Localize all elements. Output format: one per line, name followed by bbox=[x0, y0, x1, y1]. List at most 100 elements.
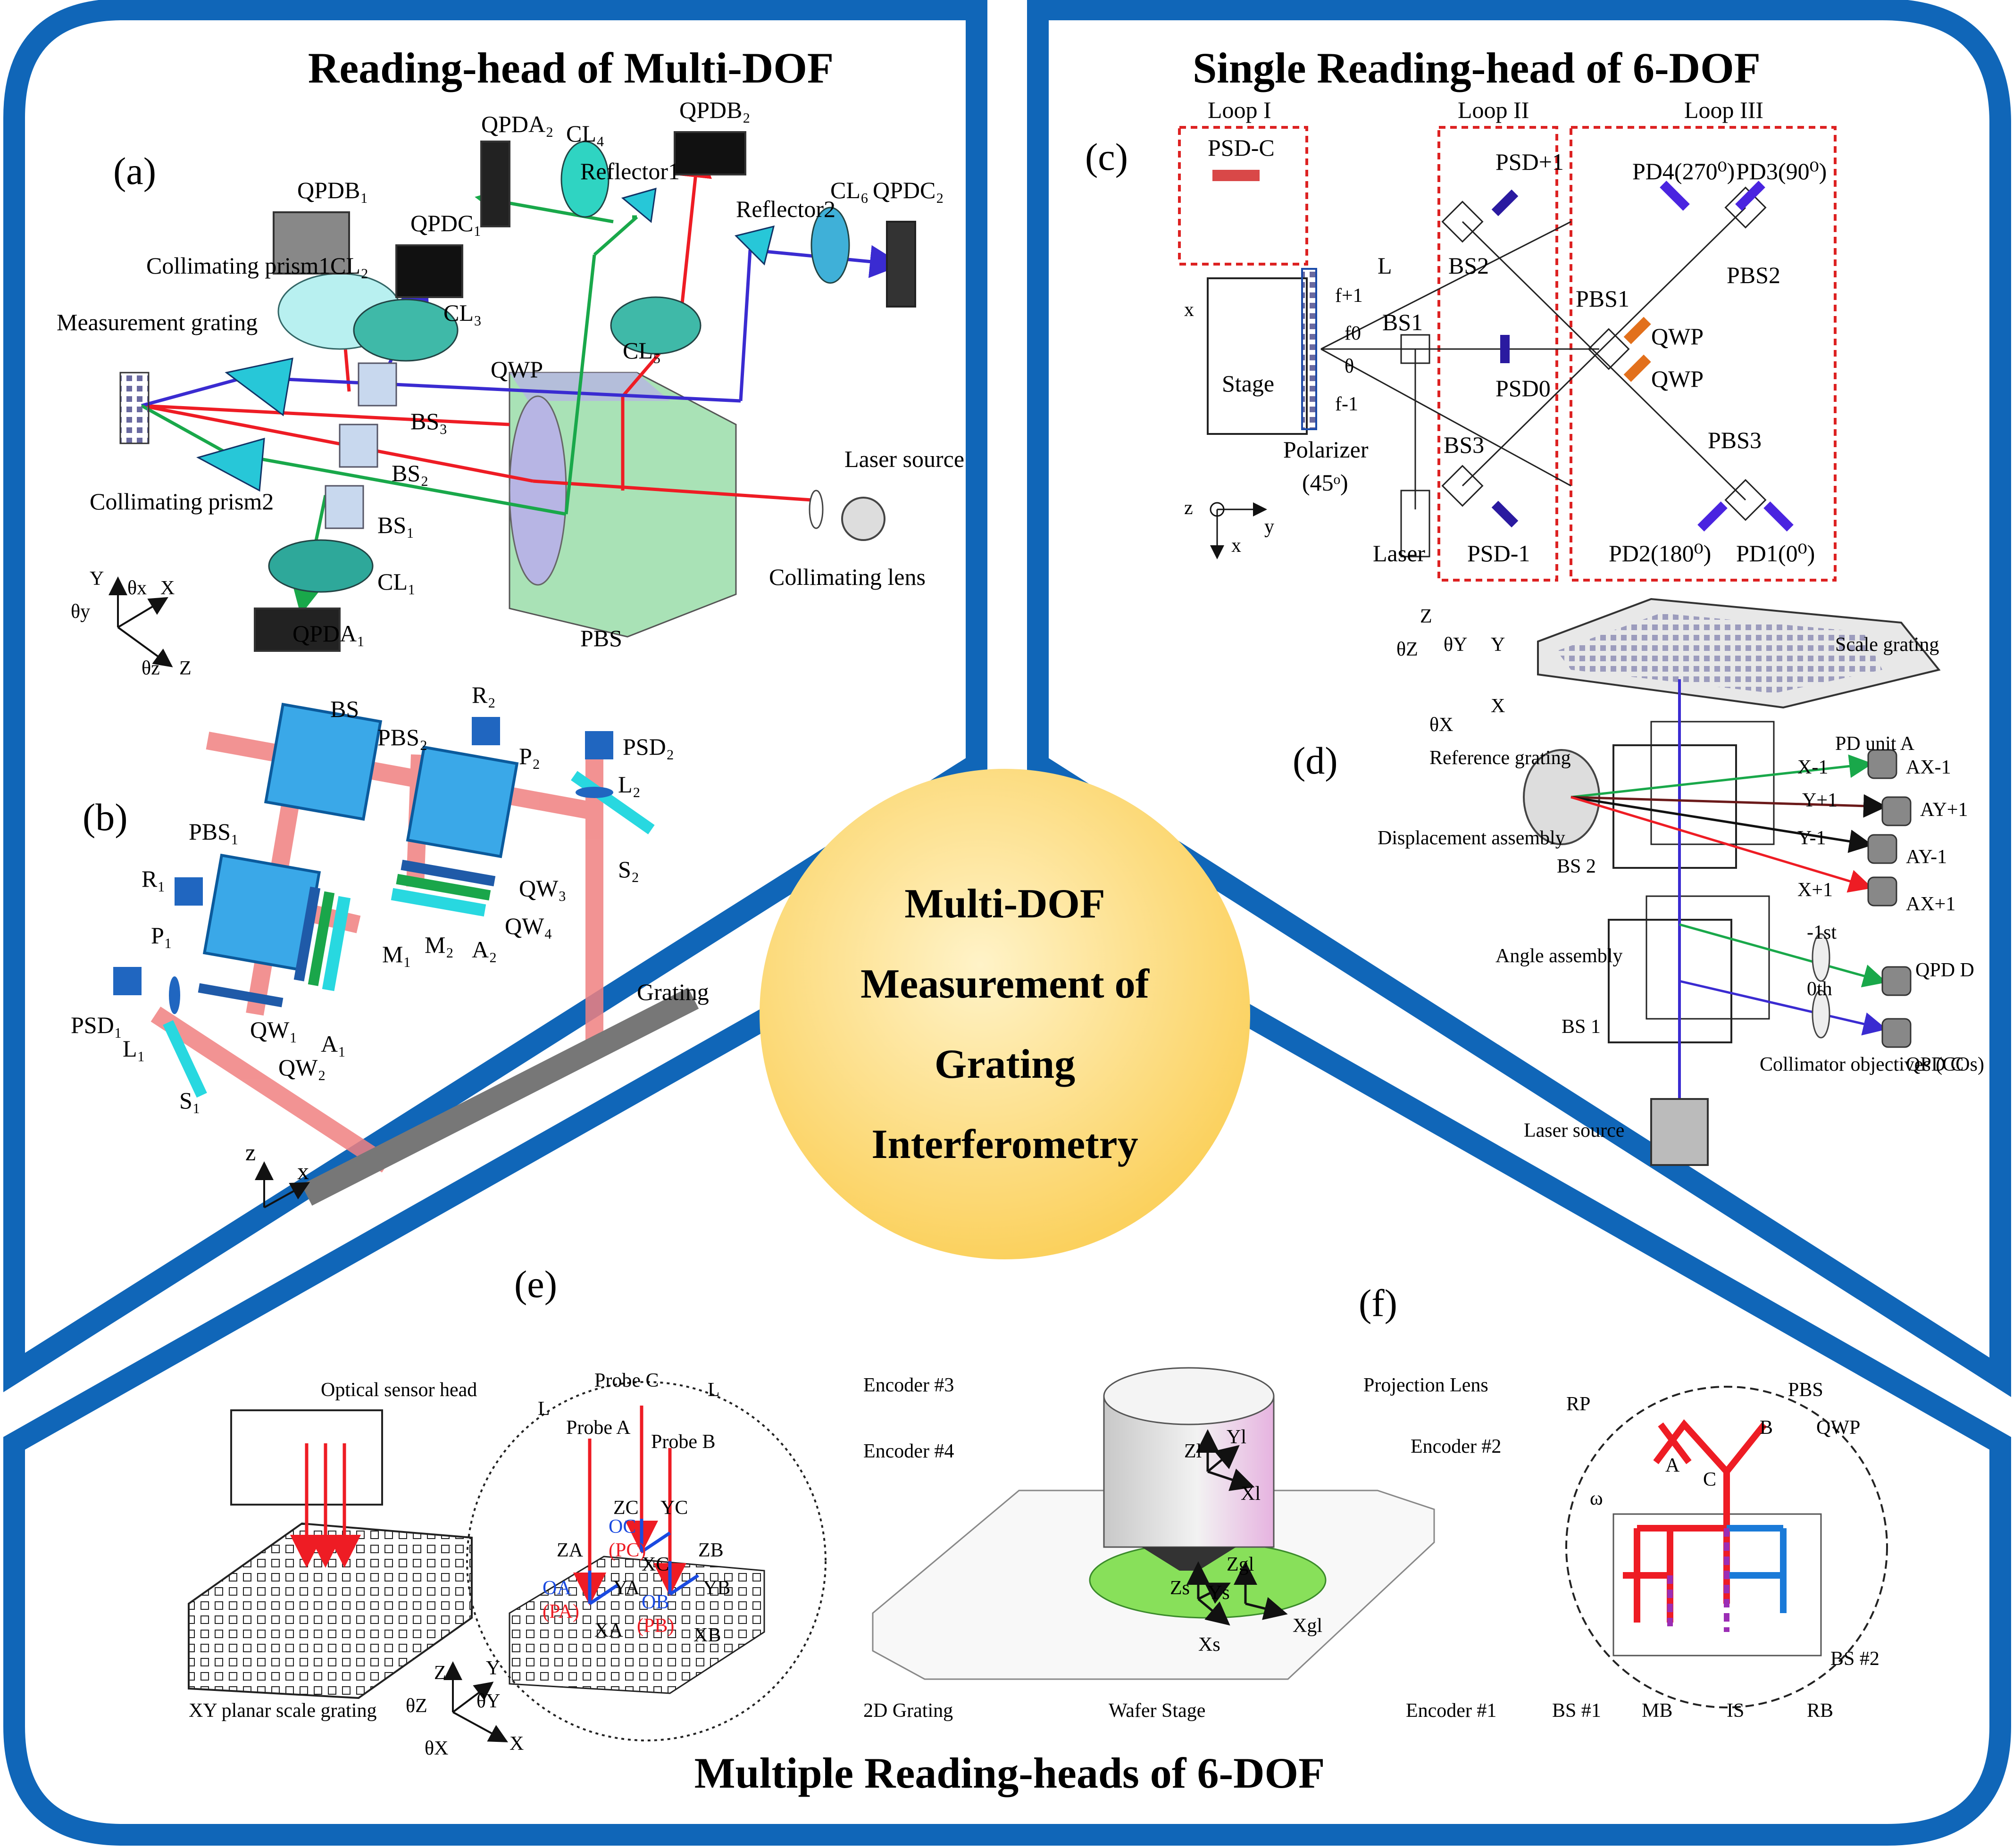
label-qpdb1: QPDB₁ bbox=[297, 177, 368, 203]
label-bs3: BS₃ bbox=[410, 408, 448, 434]
beam-blue-1 bbox=[141, 375, 246, 408]
m1-plate bbox=[322, 896, 351, 991]
qw4-plate bbox=[396, 874, 491, 901]
psd2-block bbox=[585, 731, 613, 759]
label-e-pb: (PB) bbox=[637, 1615, 674, 1637]
label-c-loop3: Loop III bbox=[1684, 97, 1763, 123]
psd0-detector bbox=[1500, 335, 1510, 363]
label-f-grating2d: 2D Grating bbox=[863, 1700, 953, 1722]
label-d-zeroth: 0th bbox=[1807, 978, 1832, 1000]
label-cl6: CL₆ bbox=[830, 177, 869, 203]
collimating-prism2-shape bbox=[196, 437, 265, 492]
label-e-yb: YB bbox=[703, 1577, 730, 1599]
label-e-zb: ZB bbox=[698, 1540, 724, 1561]
qpdb2-detector bbox=[674, 131, 746, 175]
label-d-bs1: BS 1 bbox=[1562, 1016, 1601, 1038]
label-f-wafer: Wafer Stage bbox=[1109, 1700, 1205, 1722]
label-d-bs2: BS 2 bbox=[1557, 856, 1596, 877]
label-laser-source: Laser source bbox=[844, 446, 964, 472]
axis-e-y: Y bbox=[486, 1657, 500, 1679]
pd4-detector bbox=[1660, 181, 1690, 211]
label-d-xp1: X+1 bbox=[1797, 879, 1833, 901]
label-c-pd3: PD3(90⁰) bbox=[1736, 158, 1827, 184]
label-f-enc1: Encoder #1 bbox=[1406, 1700, 1496, 1722]
label-c-bs1: BS1 bbox=[1382, 309, 1423, 335]
bs2-cube bbox=[339, 424, 378, 468]
label-qwp: QWP bbox=[491, 356, 543, 383]
label-d-x: X bbox=[1491, 695, 1505, 717]
label-c-psdp1: PSD+1 bbox=[1495, 149, 1564, 175]
label-c-pd2: PD2(180⁰) bbox=[1609, 540, 1711, 566]
pbs1-c bbox=[1587, 328, 1630, 370]
label-c-bs3: BS3 bbox=[1444, 432, 1484, 458]
frame-top-right bbox=[1027, 0, 2011, 1397]
rp-block bbox=[1612, 1513, 1822, 1657]
label-d-first: -1st bbox=[1807, 922, 1837, 943]
label-bs1: BS₁ bbox=[377, 512, 415, 538]
loop2-box bbox=[1437, 126, 1558, 582]
label-c-f0: f0 bbox=[1345, 323, 1361, 344]
label-b-m2: M₂ bbox=[425, 932, 454, 958]
label-qpda2: QPDA₂ bbox=[481, 111, 554, 137]
cl3-lens bbox=[353, 299, 459, 362]
label-c-psdc: PSD-C bbox=[1208, 134, 1275, 161]
label-d-thx: θX bbox=[1429, 714, 1453, 736]
label-b-a1: A₁ bbox=[321, 1031, 346, 1057]
stage-grating bbox=[1301, 268, 1317, 430]
label-c-stage: Stage bbox=[1222, 370, 1274, 397]
laser-source-body bbox=[841, 497, 885, 541]
label-f-enc4: Encoder #4 bbox=[863, 1440, 954, 1462]
label-c-qwp-bot: QWP bbox=[1651, 366, 1704, 392]
label-measurement-grating: Measurement grating bbox=[57, 309, 258, 335]
axes-c: z y x bbox=[1184, 497, 1274, 559]
panel-a-label: (a) bbox=[113, 150, 156, 192]
axis-a-x: X bbox=[160, 577, 175, 599]
label-b-pbs1: PBS₁ bbox=[189, 818, 239, 845]
label-d-scale: Scale grating bbox=[1835, 634, 1939, 656]
pd-ay-p1 bbox=[1881, 796, 1912, 826]
l1-lens bbox=[169, 976, 180, 1014]
bs1-cube bbox=[325, 485, 364, 529]
label-b-a2: A₂ bbox=[472, 936, 497, 963]
label-f-proj: Projection Lens bbox=[1363, 1374, 1488, 1396]
axis-e-thx: θX bbox=[425, 1738, 448, 1759]
axis-a-z: Z bbox=[179, 658, 192, 679]
panel-a: (a) bbox=[57, 97, 964, 679]
psd1-block bbox=[113, 967, 142, 995]
label-b-m1: M₁ bbox=[382, 941, 411, 967]
label-c-x: x bbox=[1184, 299, 1194, 321]
l2-lens bbox=[576, 787, 613, 798]
label-reflector2: Reflector2 bbox=[736, 196, 835, 222]
label-e-scale: XY planar scale grating bbox=[189, 1700, 376, 1722]
bs1-c bbox=[1400, 334, 1430, 364]
beam-red-1 bbox=[141, 404, 510, 426]
label-b-s1: S₁ bbox=[179, 1087, 200, 1114]
panel-d-label: (d) bbox=[1293, 739, 1338, 782]
label-d-z: Z bbox=[1420, 606, 1432, 627]
pd3-detector bbox=[1735, 181, 1765, 211]
label-b-qw2: QW₂ bbox=[278, 1054, 326, 1081]
qwp-c-top bbox=[1623, 316, 1651, 344]
collimating-prism1-shape bbox=[225, 358, 293, 416]
reflector1-shape bbox=[621, 187, 657, 223]
axis-a-thz: θz bbox=[142, 658, 160, 679]
label-b-qw3: QW₃ bbox=[519, 875, 567, 901]
label-d-displacement: Displacement assembly bbox=[1378, 827, 1565, 849]
label-c-pbs1: PBS1 bbox=[1576, 285, 1629, 312]
label-b-r2: R₂ bbox=[472, 682, 496, 708]
label-b-grating: Grating bbox=[637, 979, 709, 1005]
label-e-xb: XB bbox=[693, 1624, 721, 1646]
s1-plate bbox=[163, 1020, 207, 1098]
panel-b-label: (b) bbox=[83, 796, 128, 839]
label-pbs: PBS bbox=[580, 625, 622, 651]
bs3-c bbox=[1441, 465, 1484, 507]
label-b-psd1: PSD₁ bbox=[71, 1012, 122, 1038]
center-line-4: Interferometry bbox=[871, 1122, 1138, 1167]
label-d-aym1: AY-1 bbox=[1906, 846, 1947, 868]
label-d-thz: θZ bbox=[1396, 639, 1418, 660]
center-line-2: Measurement of bbox=[860, 961, 1150, 1007]
center-badge: Multi-DOF Measurement of Grating Interfe… bbox=[760, 769, 1250, 1259]
label-f-rb: RB bbox=[1807, 1700, 1833, 1722]
scale-grating-e bbox=[188, 1522, 473, 1699]
psdp1-detector bbox=[1491, 189, 1519, 216]
